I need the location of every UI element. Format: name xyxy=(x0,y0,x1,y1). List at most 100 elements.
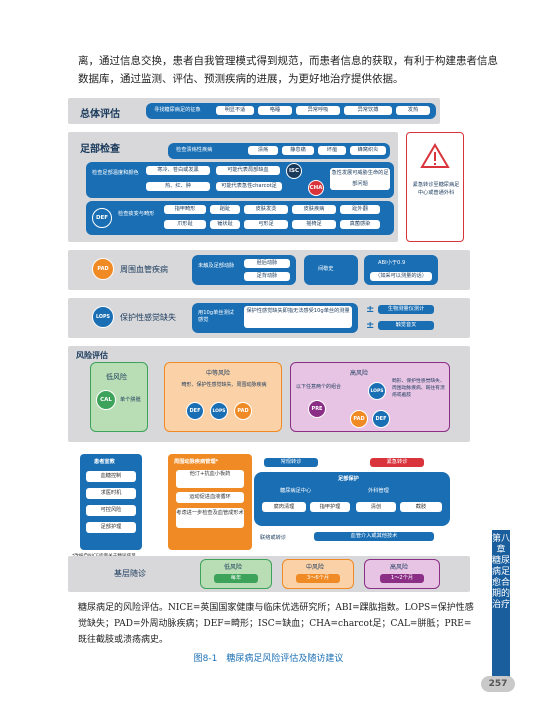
def-badge: DEF xyxy=(186,402,204,420)
pad-title: 周围血管疾病 xyxy=(120,265,168,274)
plus-icon: ± xyxy=(366,320,375,331)
figure-title: 图8-1 糖尿病足风险评估及随访建议 xyxy=(193,654,344,664)
risk-assessment-diagram: 总体评估 寻找糖尿病足的征象 明显不适 咯睡 异常呼吸 异常饮搏 发热 足部检查… xyxy=(68,98,470,595)
followup-title: 基层随诊 xyxy=(114,569,146,578)
def-badge: DEF xyxy=(92,208,112,228)
monofilament-label: 用10g单丝测试感觉 xyxy=(198,310,234,323)
intro-paragraph: 离，通过信息交换，患者自我管理模式得到规范，而患者信息的获取，有利于构建患者信息… xyxy=(78,55,498,85)
temp-check-label: 检查足部温度和颜色 xyxy=(92,170,139,176)
followup-mid xyxy=(282,559,354,589)
plus-icon: ± xyxy=(366,304,375,315)
deformity-item: 趾外翻 xyxy=(340,205,380,214)
followup-high-period: 1～2个月 xyxy=(380,574,424,583)
ulcer-item: 坏疽 xyxy=(318,146,346,155)
deformity-item: 真菌感染 xyxy=(340,220,380,229)
deformity-item: 锤状趾 xyxy=(210,220,240,229)
vascular-intervention: 血管介入或其他技术 xyxy=(314,532,434,541)
cha-badge: CHA xyxy=(308,180,324,196)
lops-badge: LOPS xyxy=(210,402,228,420)
followup-low-period: 每年 xyxy=(214,574,258,583)
pad-history-box xyxy=(304,255,358,285)
urgent-foot-problem: 急性发展可威胁生命的足部问题 xyxy=(330,168,390,190)
mid-risk-text: 畸形、保护性感觉缺失、周围动脉疾病 xyxy=(181,382,267,388)
urgent-warning-box: 紧急转诊至糖尿病足中心或普通外科 xyxy=(406,132,464,242)
deformity-item: 指甲畸形 xyxy=(164,205,206,214)
deformity-item: 皮肤发烫 xyxy=(244,205,288,214)
followup-low-risk: 低风险 xyxy=(224,564,243,571)
surgery-management: 外科管理 xyxy=(368,488,389,494)
deformity-item: 爪形趾 xyxy=(164,220,206,229)
ischemia-result: 可能代表局部缺血 xyxy=(216,166,280,175)
diabetic-foot-center: 糖尿病足中心 xyxy=(280,488,312,494)
education-item: 可控风险 xyxy=(86,505,136,516)
low-risk-title: 低风险 xyxy=(106,373,127,381)
followup-high-risk: 高风险 xyxy=(390,564,409,571)
cold-symptom: 寒冷、苍白或发黑 xyxy=(146,166,210,175)
mid-risk-title: 中等风险 xyxy=(206,370,231,377)
care-item: 清创 xyxy=(356,502,396,512)
high-risk-title: 高风险 xyxy=(350,370,369,377)
ulcer-item: 静息痛 xyxy=(282,146,314,155)
abi-value: ABI小于0.9 xyxy=(378,260,406,266)
tuning-fork: 触觉音叉 xyxy=(378,321,434,330)
charcot-result: 可能代表急性charcot足 xyxy=(216,182,282,191)
foot-exam-title: 足部检查 xyxy=(80,144,120,155)
care-item: 指甲护理 xyxy=(310,502,350,512)
education-item: 血糖控制 xyxy=(86,471,136,482)
lops-badge: LOPS xyxy=(92,306,114,328)
def-badge: DEF xyxy=(372,410,390,428)
ulcer-item: 溃疡 xyxy=(248,146,278,155)
management-item: 考虑进一步检查及血管成形术 xyxy=(176,508,244,528)
overall-title: 总体评估 xyxy=(80,109,120,120)
pad-pulse-item: 胫后动脉 xyxy=(244,259,290,268)
pad-pulse-label: 未触及足部动脉 xyxy=(198,263,235,269)
warning-icon xyxy=(420,143,450,168)
routine-referral: 常规转诊 xyxy=(264,458,318,467)
education-box xyxy=(80,454,142,550)
overall-item: 异常饮搏 xyxy=(344,106,392,115)
deformity-item: 蹈趾 xyxy=(210,205,240,214)
pad-history: 间歇史 xyxy=(318,266,334,272)
ulcer-check-label: 检查溃疡性疾病 xyxy=(176,147,213,153)
overall-item: 异常呼吸 xyxy=(296,106,340,115)
followup-mid-risk: 中风险 xyxy=(306,564,325,571)
followup-mid-period: 3～6个月 xyxy=(296,574,340,583)
abi-note: （如采可以测量的话） xyxy=(370,272,432,281)
ulcer-item: 蜂窝织炎 xyxy=(350,146,386,155)
lops-description: 保护性感觉缺失即指无法感受10g单丝的测量 xyxy=(244,306,352,328)
high-risk-right-text: 畸形、保护性感觉缺失、周围动脉疾病、既往有溃疡或截肢 xyxy=(392,379,445,398)
overall-label: 寻找糖尿病足的征象 xyxy=(154,107,201,113)
management-item: 他汀+抗血小板药 xyxy=(176,470,244,488)
warning-text: 紧急转诊至糖尿病足中心或普通外科 xyxy=(412,182,460,196)
pad-management-title: 周围动脉疾病管理* xyxy=(174,459,219,465)
risk-title: 风险评估 xyxy=(76,351,108,360)
chapter-side-tab: 第八章 糖尿病足愈合期的治疗 xyxy=(492,530,515,680)
deformity-item: 弓形足 xyxy=(244,220,288,229)
lops-title: 保护性感觉缺失 xyxy=(120,313,176,322)
overall-item: 明显不适 xyxy=(216,106,254,115)
hot-symptom: 热、红、肿 xyxy=(146,182,210,191)
deformity-item: 皮肤疾病 xyxy=(292,205,336,214)
overall-item: 咯睡 xyxy=(258,106,292,115)
education-item: 足部护理 xyxy=(86,522,136,533)
education-title: 患者宣教 xyxy=(94,459,115,465)
followup-low xyxy=(200,559,272,589)
high-risk-text: 以下任意两个的组合 xyxy=(296,384,342,390)
pad-badge: PAD xyxy=(350,410,368,428)
figure-caption: 糖尿病足的风险评估。NICE=英国国家健康与临床优选研究所；ABI=踝肱指数。L… xyxy=(78,603,474,645)
pad-badge: PAD xyxy=(234,402,252,420)
care-item: 腐肉清理 xyxy=(262,502,306,512)
urgent-referral: 紧急转诊 xyxy=(370,458,424,467)
pad-pulse-item: 足背动脉 xyxy=(244,272,290,281)
contact-referral: 联络或转诊 xyxy=(260,535,286,541)
biothesiometer: 生物测量仪测计 xyxy=(378,305,434,314)
deformity-label: 检查痰变与畸形 xyxy=(118,211,155,217)
page-number: 257 xyxy=(481,676,515,692)
foot-protection-box xyxy=(254,472,450,526)
overall-item: 发热 xyxy=(396,106,430,115)
care-item: 截肢 xyxy=(400,502,442,512)
deformity-item: 摇椅足 xyxy=(292,220,336,229)
pad-badge: PAD xyxy=(92,258,114,280)
lops-badge: LOPS xyxy=(368,382,386,400)
management-item: 运动促进血液循环 xyxy=(176,492,244,503)
